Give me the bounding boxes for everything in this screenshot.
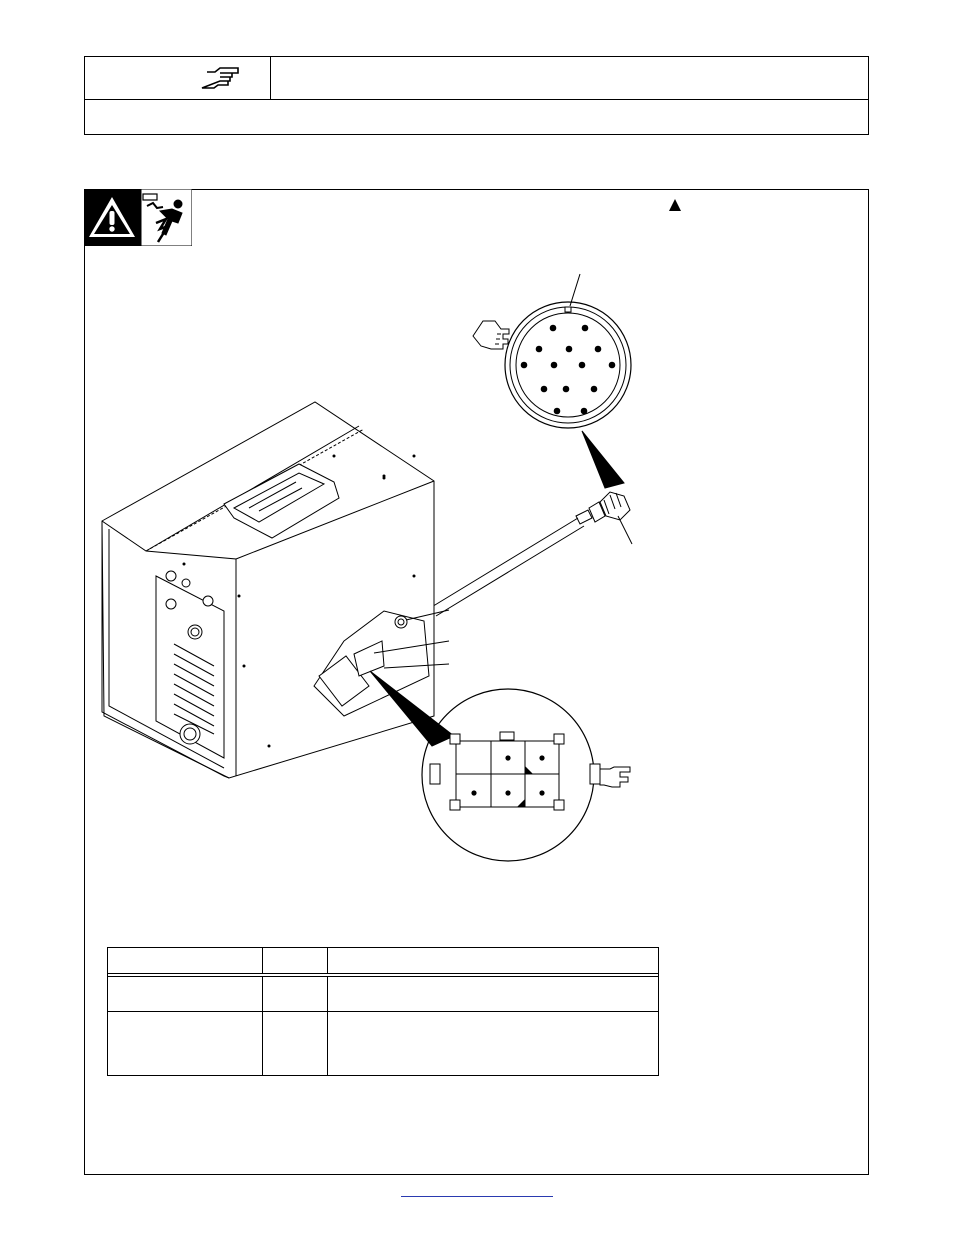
table-cell: [107, 1011, 263, 1076]
equipment-illustration: [101, 273, 633, 862]
plug-pin-detail: [421, 688, 631, 862]
warning-icon-group: [84, 189, 192, 246]
cable-plug: [429, 491, 633, 617]
pointing-hand-icon: [201, 67, 239, 89]
table-cell: [107, 947, 263, 974]
table-header-row: [107, 947, 659, 974]
table-cell: [262, 1011, 328, 1076]
main-section-box: [84, 189, 869, 1175]
table-row: [107, 1011, 659, 1076]
pointing-hand-icon: [599, 766, 631, 788]
table-cell: [327, 975, 659, 1013]
table-cell: [107, 972, 659, 977]
table-row: [107, 972, 659, 977]
note-divider: [84, 99, 869, 100]
table-cell: [262, 975, 328, 1013]
note-header-cell: [84, 56, 271, 100]
connector-pin-detail: [504, 273, 632, 489]
data-table: [107, 947, 659, 1076]
footer-link[interactable]: [401, 1196, 553, 1197]
table-cell: [262, 947, 328, 974]
electric-shock-icon: [142, 193, 183, 243]
table-cell: [327, 947, 659, 974]
note-box: [84, 56, 869, 135]
table-row: [107, 975, 659, 1013]
black-triangle-icon: [669, 199, 681, 211]
vent-slots: [173, 643, 215, 735]
pointing-hand-icon: [472, 320, 510, 350]
welder-unit: [101, 401, 455, 779]
table-cell: [327, 1011, 659, 1076]
table-cell: [107, 975, 263, 1013]
